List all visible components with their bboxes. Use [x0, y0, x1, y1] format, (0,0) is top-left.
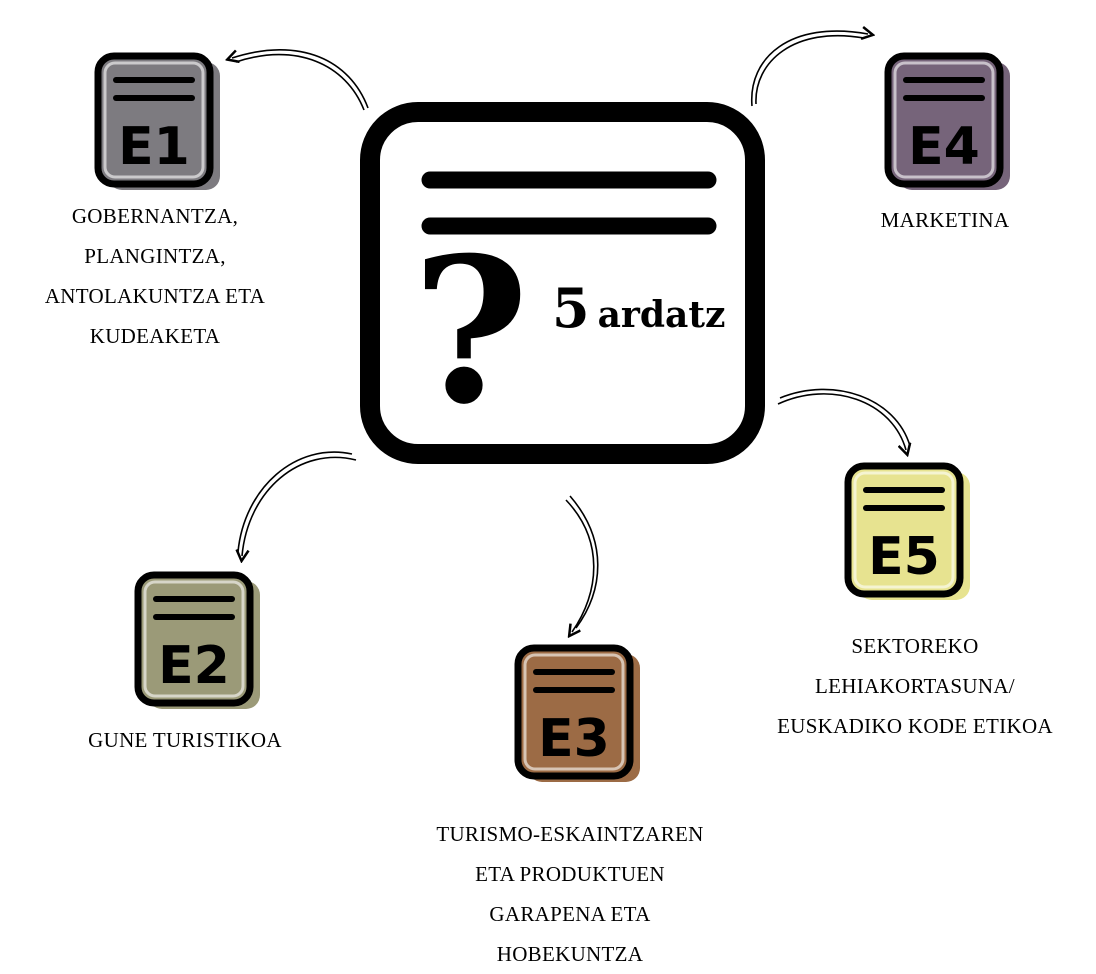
axis-e1-line-2: PLANGINTZA, [84, 244, 226, 268]
center-word: ardatz [597, 294, 726, 336]
center-document-box [360, 102, 765, 464]
arrow-to-e5 [777, 388, 910, 450]
arrow-to-e2 [238, 451, 357, 556]
axis-e4-line-1: MARKETINA [880, 208, 1010, 232]
axis-e5-code: E5 [868, 527, 940, 587]
axis-e3-code: E3 [538, 709, 610, 769]
axis-e4-label: MARKETINA [830, 200, 1060, 240]
axis-e4-doc-icon: E4 [884, 52, 1010, 190]
axis-e3-line-3: GARAPENA ETA [489, 902, 651, 926]
axis-e4-code: E4 [908, 117, 980, 177]
axis-e1-line-1: GOBERNANTZA, [71, 204, 239, 228]
axis-e1-line-3: ANTOLAKUNTZA ETA [44, 284, 266, 308]
axis-e2-label: GUNE TURISTIKOA [40, 720, 330, 760]
axis-e1-code: E1 [118, 117, 190, 177]
axis-e3-label: TURISMO-ESKAINTZAREN ETA PRODUKTUEN GARA… [400, 814, 740, 974]
arrows [232, 31, 910, 632]
axis-e5-doc-icon: E5 [844, 462, 970, 600]
axis-e3-line-1: TURISMO-ESKAINTZAREN [436, 822, 704, 846]
axis-e5-line-1: SEKTOREKO [851, 634, 979, 658]
axis-e3-line-2: ETA PRODUKTUEN [475, 862, 665, 886]
axis-e3-line-4: HOBEKUNTZA [496, 942, 644, 966]
axis-e2-line-1: GUNE TURISTIKOA [88, 728, 282, 752]
axis-e2-doc-icon: E2 [134, 571, 260, 709]
axis-e1-label: GOBERNANTZA, PLANGINTZA, ANTOLAKUNTZA ET… [20, 196, 290, 356]
arrow-to-e3 [565, 495, 599, 632]
axis-e5-label: SEKTOREKO LEHIAKORTASUNA/ EUSKADIKO KODE… [740, 626, 1090, 746]
axis-e1-line-4: KUDEAKETA [89, 324, 221, 348]
center-number: 5 [552, 276, 590, 340]
axis-e5-line-3: EUSKADIKO KODE ETIKOA [777, 714, 1053, 738]
axis-e5-line-2: LEHIAKORTASUNA/ [815, 674, 1015, 698]
arrow-to-e1 [232, 49, 369, 111]
axis-e2-code: E2 [158, 636, 230, 696]
axis-e3-doc-icon: E3 [514, 644, 640, 782]
question-mark-icon: ? [412, 214, 530, 449]
axis-e1-doc-icon: E1 [94, 52, 220, 190]
arrow-to-e4 [751, 31, 868, 107]
